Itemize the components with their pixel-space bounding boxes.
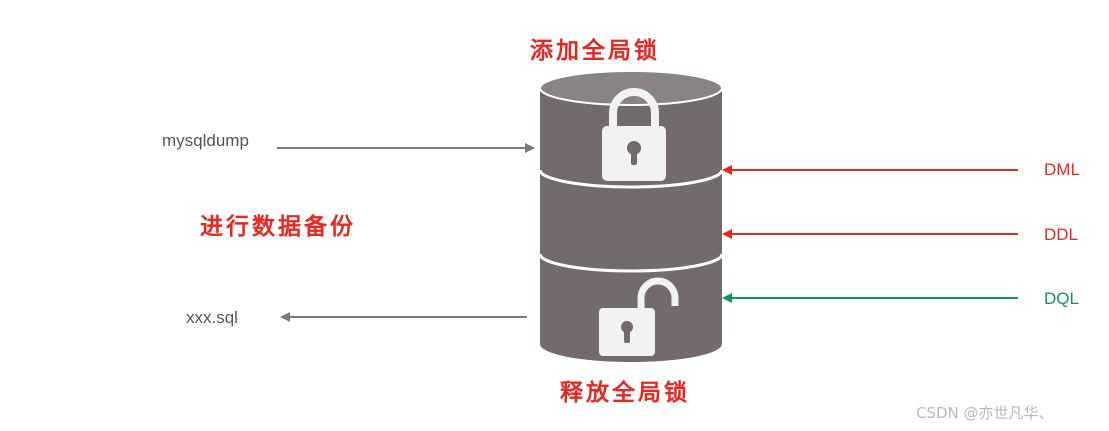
cylinder-divider xyxy=(538,169,724,189)
add-global-lock-label: 添加全局锁 xyxy=(530,37,660,64)
cylinder-divider xyxy=(538,253,724,273)
dml-label: DML xyxy=(1044,160,1080,179)
output-file-label: xxx.sql xyxy=(186,308,238,327)
release-global-lock-label: 释放全局锁 xyxy=(560,379,690,406)
lock-open-icon xyxy=(599,277,679,356)
dql-label: DQL xyxy=(1044,289,1079,308)
mysqldump-label: mysqldump xyxy=(162,131,249,150)
ddl-label: DDL xyxy=(1044,225,1079,244)
data-backup-label: 进行数据备份 xyxy=(200,213,356,240)
csdn-watermark: CSDN @亦世凡华、 xyxy=(916,404,1054,422)
lock-closed-icon xyxy=(602,88,666,181)
